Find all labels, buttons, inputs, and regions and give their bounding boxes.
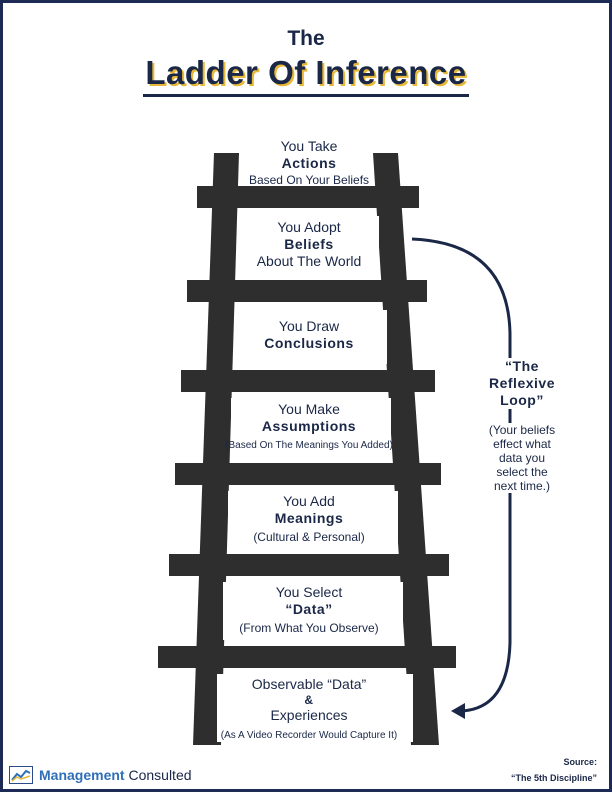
ladder-rung [181,370,435,392]
step-label-bg [217,674,413,742]
source-note: Source: “The 5th Discipline” [467,755,597,785]
ladder-rung [175,463,441,485]
chart-logo-icon [9,766,33,784]
step-label-bg [223,582,403,640]
logo-text-consulted: Consulted [128,767,192,783]
step-label-bg [235,310,387,364]
step-assumptions: You Make Assumptions (Based On The Meani… [225,401,393,451]
title-the: The [287,27,325,50]
ladder-rung [187,280,427,302]
ladder-rung [197,186,419,208]
step-label-bg [228,491,398,547]
source-text: “The 5th Discipline” [510,773,597,783]
step-beliefs: You Adopt Beliefs About The World [256,219,362,269]
logo-text-management: Management [39,767,125,783]
ladder-rung [158,646,456,668]
step-conclusions: You Draw Conclusions [264,318,354,351]
management-consulted-logo: Management Consulted [9,765,192,785]
step-actions: You Take Actions Based On Your Beliefs [248,138,370,187]
step-data: You Select “Data” (From What You Observe… [239,584,379,635]
page: The Ladder Of Inference You Take Actions… [3,3,609,789]
arrowhead-icon [451,703,465,719]
step-meanings: You Add Meanings (Cultural & Personal) [253,493,365,544]
title-ladder-of-inference: Ladder Of Inference [143,54,469,97]
step-label-bg [231,398,391,457]
ladder [158,153,456,745]
reflexive-loop-description: (Your beliefs effect what data you selec… [467,423,577,493]
step-label-bg [239,216,379,274]
reflexive-loop-title: “The Reflexive Loop” [467,358,577,409]
step-observable-data: Observable “Data” & Experiences (As A Vi… [220,676,398,741]
ladder-rung [169,554,449,576]
reflexive-loop-arrow [411,237,512,719]
source-label: Source: [563,757,597,767]
page-title: Ladder Of Inference [3,54,609,97]
